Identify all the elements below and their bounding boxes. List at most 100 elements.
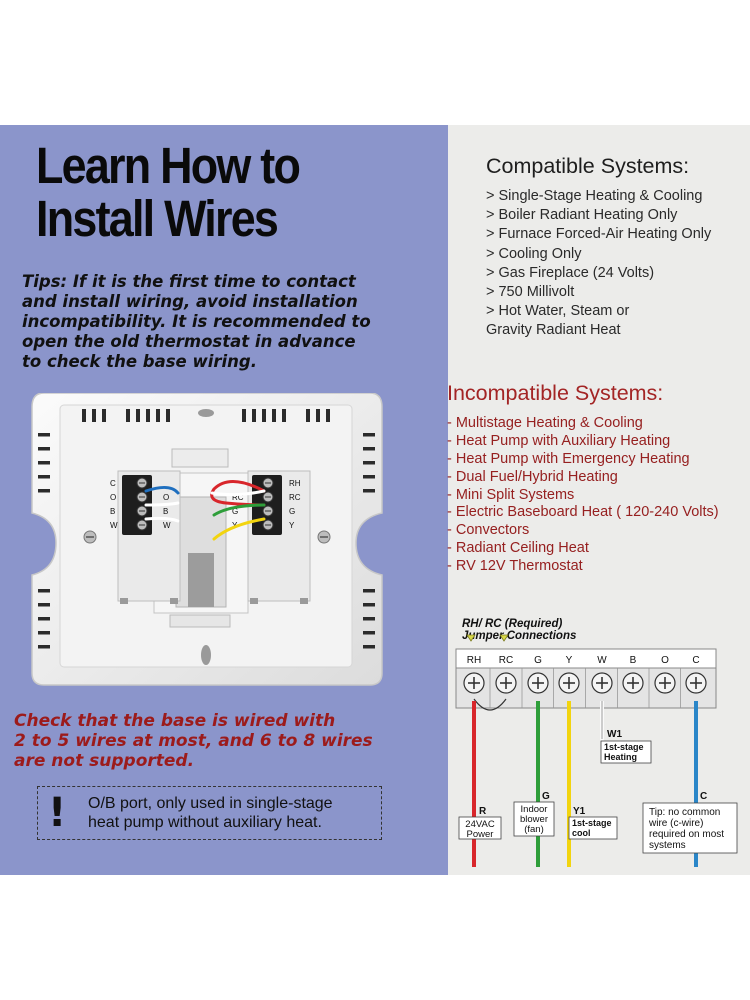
w-wire-desc: Heating (604, 752, 637, 762)
ob-port-note: ! O/B port, only used in single-stage he… (37, 786, 382, 840)
compatible-item: > Hot Water, Steam or (486, 303, 630, 320)
right-terminal-label: RC (232, 493, 244, 502)
jumper-marker-rh (466, 634, 476, 642)
tips-line: to check the base wiring. (22, 352, 257, 371)
right-terminal-label: RC (289, 493, 301, 502)
terminal-screws (463, 668, 707, 708)
compatible-item: > Cooling Only (486, 245, 582, 262)
title-line: Learn How to (36, 137, 301, 194)
left-terminal-label: C (110, 479, 116, 488)
incompatible-systems-list: - Multistage Heating & Cooling - Heat Pu… (447, 415, 719, 576)
warning-line: 2 to 5 wires at most, and 6 to 8 wires (14, 731, 373, 751)
terminal-label-c: C (692, 655, 699, 666)
incompatible-item: - Dual Fuel/Hybrid Heating (447, 468, 618, 485)
left-terminal-label: O (163, 493, 169, 502)
wire-opening-shadow (188, 553, 214, 607)
incompatible-item: - Mini Split Systems (447, 486, 575, 503)
jumper-title-line: RH/ RC (Required) (462, 618, 562, 630)
left-terminal-block: C O B W O B W (110, 470, 181, 604)
tips-line: open the old thermostat in advance (22, 332, 356, 351)
r-wire-desc: 24VAC (465, 819, 495, 830)
wiring-diagram: RH/ RC (Required) Jumper Connections RH … (455, 618, 738, 867)
left-terminal-label: O (110, 493, 116, 502)
note-line: O/B port, only used in single-stage (88, 795, 333, 812)
left-terminal-label: B (110, 507, 115, 516)
left-terminal-label: W (163, 521, 171, 530)
terminal-label-o: O (661, 655, 669, 666)
top-mount-hole (198, 409, 214, 417)
y-wire-box (568, 816, 618, 840)
right-terminal-label: G (289, 507, 295, 516)
w-wire-code: W1 (607, 729, 622, 740)
terminal-label-w: W (597, 655, 607, 666)
terminal-label-b: B (630, 655, 637, 666)
warning-line: are not supported. (14, 751, 195, 771)
center-top-tab (171, 448, 229, 468)
w-wire-desc: 1st-stage (604, 742, 644, 752)
top-vents (82, 409, 330, 422)
exclamation-icon: ! (48, 790, 67, 836)
jumper-wire (473, 698, 507, 711)
terminal-label-y: Y (566, 655, 573, 666)
r-wire-desc: Power (467, 829, 494, 840)
c-wire-tip-box (642, 802, 738, 854)
left-vents (38, 433, 50, 649)
right-terminal-label: RH (289, 479, 301, 488)
g-wire-code: G (542, 791, 550, 802)
g-wire-desc: (fan) (524, 824, 544, 835)
terminal-label-rh: RH (467, 655, 481, 666)
r-wire-code: R (479, 806, 487, 817)
compatible-systems-title: Compatible Systems: (486, 154, 690, 178)
tips-line: and install wiring, avoid installation (22, 292, 358, 311)
right-terminal-label: G (232, 507, 238, 516)
compatible-systems-list: > Single-Stage Heating & Cooling > Boile… (486, 187, 711, 341)
c-wire-tip: Tip: no common (649, 807, 720, 818)
compatible-item: > 750 Millivolt (486, 283, 575, 300)
tips-line: Tips: If it is the first time to contact (22, 272, 356, 291)
compatible-item: > Gas Fireplace (24 Volts) (486, 264, 655, 281)
base-wires (144, 480, 266, 541)
title-line: Install Wires (36, 190, 279, 247)
main-title: Learn How to Install Wires (36, 137, 301, 247)
g-wire-desc: blower (520, 814, 548, 825)
jumper-title-line: Jumper Connections (462, 630, 576, 642)
y-wire-desc: cool (572, 828, 591, 838)
compatible-item: > Single-Stage Heating & Cooling (486, 188, 703, 204)
terminal-label-rc: RC (499, 655, 513, 666)
incompatible-item: - RV 12V Thermostat (447, 558, 583, 575)
r-wire-box (458, 816, 502, 840)
wire-count-warning: Check that the base is wired with 2 to 5… (14, 711, 434, 771)
c-wire-code: C (700, 791, 707, 802)
installation-tips: Tips: If it is the first time to contact… (22, 272, 432, 372)
infographic: Learn How to Install Wires Tips: If it i… (0, 125, 750, 875)
terminal-strip (455, 667, 717, 709)
y-wire-desc: 1st-stage (572, 818, 612, 828)
right-vents (363, 433, 375, 649)
left-terminal-label: B (163, 507, 168, 516)
thermostat-base-plate: C O B W O B W RH RC G Y RC (31, 393, 383, 686)
bottom-mount-slot (201, 645, 211, 665)
left-terminal-label: W (110, 521, 118, 530)
compatible-item: > Furnace Forced-Air Heating Only (486, 226, 712, 243)
jumper-marker-rc (499, 634, 509, 642)
c-wire-tip: required on most (649, 829, 724, 840)
tips-line: incompatibility. It is recommended to (22, 312, 371, 331)
incompatible-systems-title: Incompatible Systems: (447, 381, 664, 405)
systems-panel (448, 125, 750, 875)
terminal-label-g: G (534, 655, 542, 666)
g-wire-desc: Indoor (521, 804, 548, 815)
incompatible-item: - Heat Pump with Auxiliary Heating (447, 432, 671, 449)
warning-line: Check that the base is wired with (14, 711, 336, 731)
y-wire-code: Y1 (573, 806, 586, 817)
center-bottom-tab (169, 614, 231, 628)
incompatible-item: - Multistage Heating & Cooling (447, 415, 643, 431)
instructions-panel: Learn How to Install Wires Tips: If it i… (0, 125, 448, 875)
w-wire-box (600, 740, 652, 764)
note-line: heat pump without auxiliary heat. (88, 814, 322, 831)
c-wire-tip: systems (649, 840, 686, 851)
c-wire-tip: wire (c-wire) (648, 818, 703, 829)
incompatible-item: - Electric Baseboard Heat ( 120-240 Volt… (447, 504, 719, 521)
compatible-item: Gravity Radiant Heat (486, 322, 621, 339)
note-text: O/B port, only used in single-stage heat… (88, 794, 333, 832)
compatible-item: > Boiler Radiant Heating Only (486, 207, 678, 224)
